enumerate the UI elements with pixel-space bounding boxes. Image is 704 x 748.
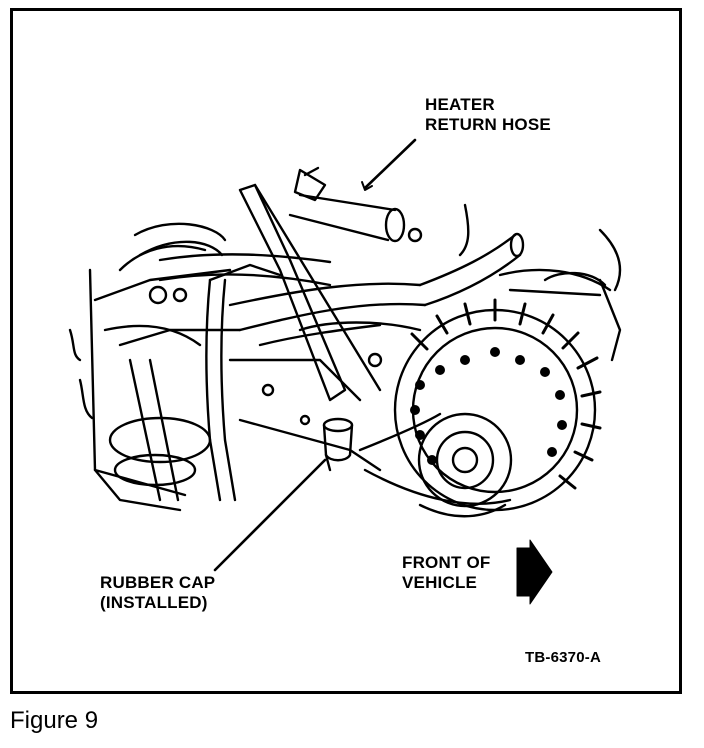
engine-block (68, 244, 242, 512)
arrow-right-icon (516, 539, 553, 605)
rubber-cap-label-line-1: RUBBER CAP (100, 573, 216, 592)
alternator (358, 298, 602, 518)
rubber-cap-part (322, 417, 354, 472)
rubber-cap-label-line-2: (INSTALLED) (100, 593, 208, 612)
fan-pulley (458, 203, 622, 362)
heater-return-hose (288, 166, 423, 243)
figure-caption: Figure 9 (10, 707, 99, 734)
rubber-cap-leader (213, 458, 327, 572)
support-bracket (148, 183, 383, 502)
front-label-line-2: VEHICLE (402, 573, 478, 592)
hoses (133, 222, 525, 347)
heater-label-line-2: RETURN HOSE (425, 115, 551, 134)
leader-lines (213, 138, 417, 572)
heater-label-line-1: HEATER (425, 95, 495, 114)
rubber-cap-label: RUBBER CAP (INSTALLED) (100, 573, 215, 613)
figure-frame (10, 8, 682, 694)
front-of-vehicle-label: FRONT OF VEHICLE (402, 553, 490, 593)
drawing-id: TB-6370-A (525, 649, 601, 666)
heater-return-hose-label: HEATER RETURN HOSE (425, 95, 551, 135)
heater-hose-leader (363, 138, 417, 190)
front-label-line-1: FRONT OF (402, 553, 491, 572)
